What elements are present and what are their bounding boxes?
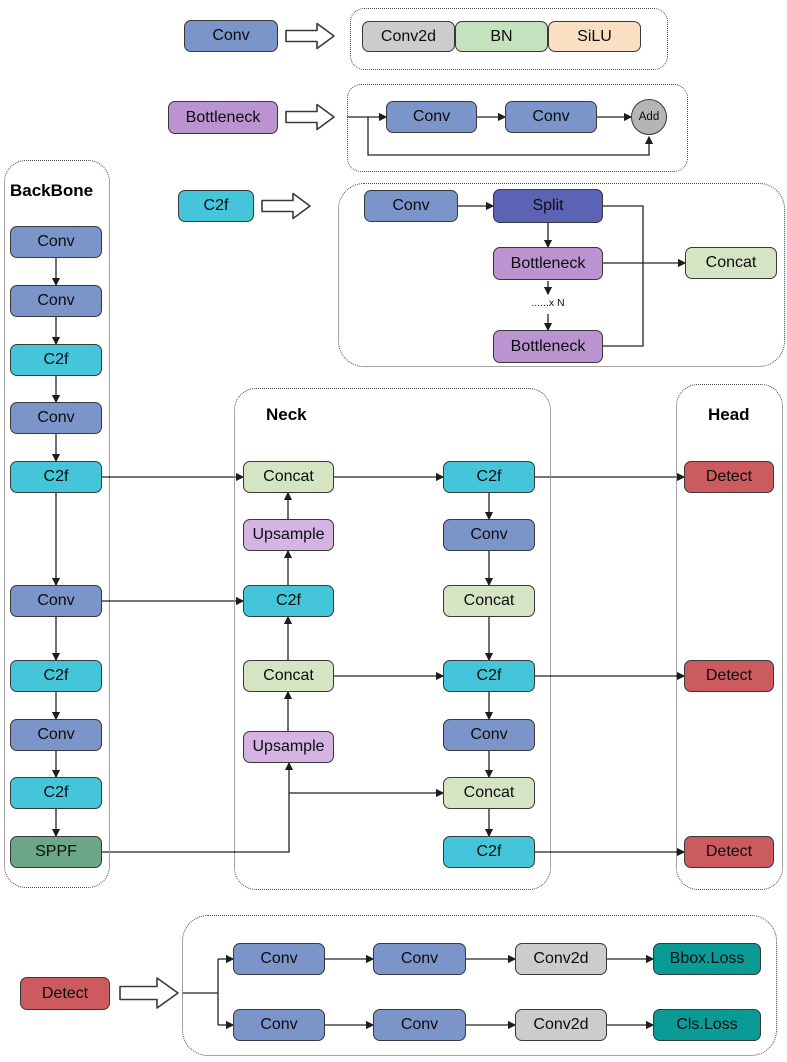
c2f-bottleneck-bottom-box: Bottleneck bbox=[493, 330, 603, 363]
bottleneck-expansion-wires bbox=[347, 112, 654, 156]
backbone-title: BackBone bbox=[10, 181, 94, 200]
neck-right-concat-5: Concat bbox=[443, 777, 535, 809]
neck-wires bbox=[283, 472, 686, 857]
backbone-c2f-4: C2f bbox=[10, 461, 102, 493]
head-container bbox=[676, 384, 783, 890]
detect-row0-conv2d: Conv2d bbox=[515, 943, 607, 975]
head-title: Head bbox=[708, 405, 750, 424]
backbone-container bbox=[4, 160, 110, 888]
legend-conv-block: Conv bbox=[184, 20, 278, 52]
legend-c2f-expansion bbox=[338, 183, 785, 367]
head-detect-0: Detect bbox=[684, 461, 774, 493]
backbone-conv-3: Conv bbox=[10, 402, 102, 434]
backbone-wires bbox=[51, 258, 445, 853]
neck-left-concat-0: Concat bbox=[243, 461, 334, 493]
head-detect-2: Detect bbox=[684, 836, 774, 868]
detect-expansion-wires bbox=[182, 954, 655, 1030]
neck-right-c2f-6: C2f bbox=[443, 836, 535, 868]
detect-row1-conv1: Conv bbox=[233, 1009, 325, 1041]
head-detect-1: Detect bbox=[684, 660, 774, 692]
neck-title: Neck bbox=[266, 405, 307, 424]
bottleneck-conv2-box: Conv bbox=[505, 101, 597, 133]
c2f-expansion-wires bbox=[458, 201, 687, 347]
neck-left-concat-3: Concat bbox=[243, 660, 334, 692]
bottleneck-add-node: Add bbox=[631, 99, 667, 135]
c2f-split-box: Split bbox=[493, 189, 603, 223]
backbone-c2f-6: C2f bbox=[10, 660, 102, 692]
neck-left-upsample-4: Upsample bbox=[243, 731, 334, 763]
legend-bn-box: BN bbox=[455, 21, 548, 52]
neck-container bbox=[234, 388, 551, 890]
detect-row1-conv2: Conv bbox=[373, 1009, 466, 1041]
detect-row0-conv1: Conv bbox=[233, 943, 325, 975]
bottleneck-conv1-box: Conv bbox=[386, 101, 477, 133]
legend-bottleneck-block: Bottleneck bbox=[168, 101, 278, 134]
neck-right-c2f-3: C2f bbox=[443, 660, 535, 692]
legend-conv-expansion bbox=[350, 8, 668, 70]
neck-left-c2f-2: C2f bbox=[243, 585, 334, 617]
neck-right-c2f-0: C2f bbox=[443, 461, 535, 493]
neck-left-upsample-1: Upsample bbox=[243, 519, 334, 551]
expand-arrow-icon bbox=[285, 22, 335, 50]
legend-c2f-block: C2f bbox=[178, 190, 254, 222]
legend-detect-block: Detect bbox=[20, 977, 110, 1010]
expand-arrow-icon bbox=[119, 977, 179, 1009]
detect-row1-conv2d: Conv2d bbox=[515, 1009, 607, 1041]
backbone-sppf-9: SPPF bbox=[10, 836, 102, 868]
backbone-c2f-8: C2f bbox=[10, 777, 102, 809]
backbone-conv-0: Conv bbox=[10, 226, 102, 258]
legend-conv2d-box: Conv2d bbox=[362, 21, 455, 52]
backbone-c2f-2: C2f bbox=[10, 344, 102, 376]
backbone-conv-5: Conv bbox=[10, 585, 102, 617]
neck-right-conv-1: Conv bbox=[443, 519, 535, 551]
expand-arrow-icon bbox=[261, 192, 311, 220]
c2f-bottleneck-top-box: Bottleneck bbox=[493, 247, 603, 280]
legend-silu-box: SiLU bbox=[548, 21, 641, 52]
backbone-conv-1: Conv bbox=[10, 285, 102, 317]
c2f-concat-box: Concat bbox=[685, 247, 777, 279]
legend-detect-expansion bbox=[182, 915, 777, 1056]
expand-arrow-icon bbox=[285, 103, 335, 131]
c2f-conv-box: Conv bbox=[364, 190, 458, 222]
detect-row1-cls-loss: Cls.Loss bbox=[653, 1009, 761, 1041]
neck-right-concat-2: Concat bbox=[443, 585, 535, 617]
neck-right-conv-4: Conv bbox=[443, 719, 535, 751]
c2f-repeat-label: ......x N bbox=[531, 297, 565, 309]
backbone-conv-7: Conv bbox=[10, 719, 102, 751]
detect-row0-bbox-loss: Bbox.Loss bbox=[653, 943, 761, 975]
detect-row0-conv2: Conv bbox=[373, 943, 466, 975]
legend-bottleneck-expansion bbox=[347, 84, 688, 172]
